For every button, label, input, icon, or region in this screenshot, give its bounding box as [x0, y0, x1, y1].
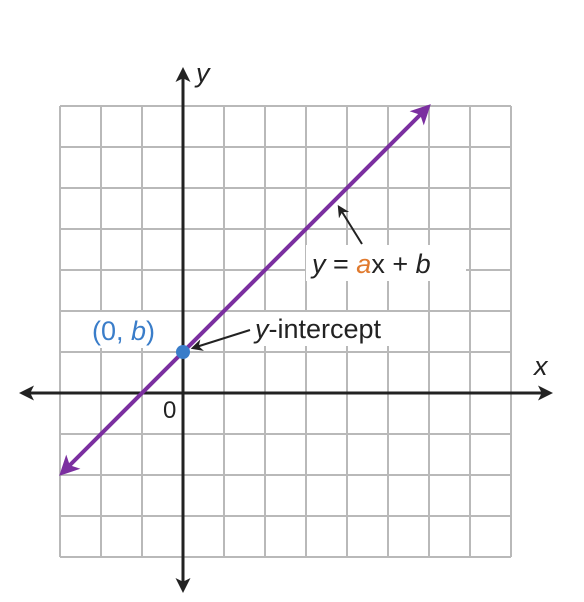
- point-label-b: b: [131, 316, 146, 346]
- y-intercept-point: [176, 345, 190, 359]
- equation-b: b: [416, 249, 431, 279]
- intercept-pointer-arrow: [190, 329, 251, 351]
- equation-pointer-arrow: [337, 204, 363, 245]
- equation-lhs: y: [310, 249, 327, 279]
- point-label-close: ): [146, 316, 155, 346]
- point-label-open: (0,: [92, 316, 131, 346]
- equation-label-background: [306, 245, 466, 281]
- x-axis-label: x: [532, 351, 549, 381]
- origin-label: 0: [163, 397, 176, 424]
- y-axis-label: y: [194, 58, 211, 88]
- equation-equals: =: [326, 249, 357, 279]
- equation-label: y = ax + b: [310, 249, 431, 279]
- intercept-annotation: y-intercept: [253, 314, 382, 344]
- intercept-annotation-background: [252, 312, 418, 346]
- line-y-equals-ax-plus-b: [59, 104, 431, 476]
- point-label: (0, b): [92, 316, 155, 346]
- intercept-annotation-y: y: [253, 314, 270, 344]
- intercept-annotation-rest: -intercept: [269, 314, 382, 344]
- equation-a: a: [356, 249, 371, 279]
- point-label-background: [88, 312, 172, 348]
- equation-x-plus: x +: [371, 249, 415, 279]
